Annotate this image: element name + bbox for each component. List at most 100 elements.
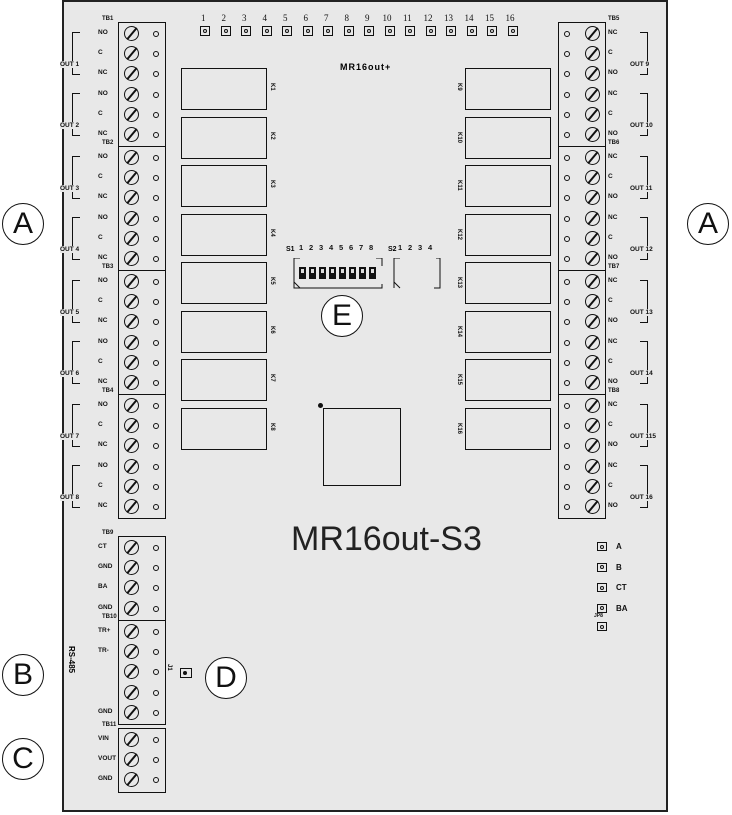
terminal-hole	[153, 256, 159, 262]
terminal-screw[interactable]	[124, 26, 139, 41]
output-bracket	[640, 280, 648, 324]
terminal-screw[interactable]	[585, 66, 600, 82]
terminal-screw[interactable]	[124, 314, 139, 330]
terminal-screw[interactable]	[124, 106, 139, 122]
terminal-screw[interactable]	[585, 86, 600, 102]
terminal-screw[interactable]	[585, 190, 600, 206]
dip-switch[interactable]	[299, 267, 306, 279]
terminal-screw[interactable]	[585, 230, 600, 246]
terminal-screw[interactable]	[124, 294, 139, 310]
terminal-screw[interactable]	[124, 664, 139, 680]
terminal-screw[interactable]	[124, 644, 139, 660]
terminal-screw[interactable]	[124, 600, 139, 616]
terminal-hole	[153, 380, 159, 386]
terminal-screw[interactable]	[585, 26, 600, 41]
terminal-screw[interactable]	[124, 190, 139, 206]
terminal-hole	[153, 629, 159, 635]
terminal-screw[interactable]	[124, 418, 139, 434]
output-label: OUT 16	[630, 494, 653, 501]
terminal-hole	[153, 689, 159, 696]
output-label: OUT 6	[60, 370, 80, 377]
terminal-screw[interactable]	[124, 684, 139, 700]
terminal-screw[interactable]	[585, 398, 600, 413]
callout-d: D	[205, 657, 247, 699]
terminal-screw[interactable]	[124, 274, 139, 289]
terminal-screw[interactable]	[124, 127, 139, 142]
terminal-screw[interactable]	[585, 438, 600, 454]
terminal-screw[interactable]	[585, 210, 600, 226]
terminal-screw[interactable]	[585, 478, 600, 494]
output-label: OUT 1	[60, 61, 80, 69]
dip-switch[interactable]	[349, 267, 356, 279]
terminal-screw[interactable]	[585, 127, 600, 142]
terminal-screw[interactable]	[124, 560, 139, 576]
terminal-hole	[153, 132, 159, 138]
terminal-pin-label: NC	[98, 378, 108, 385]
jumper-j1[interactable]	[180, 668, 192, 678]
led-number-label: 14	[464, 13, 474, 23]
terminal-screw[interactable]	[124, 66, 139, 82]
callout-e: E	[321, 295, 363, 337]
terminal-hole	[153, 91, 159, 98]
dip-switch[interactable]	[319, 267, 326, 279]
terminal-screw[interactable]	[124, 478, 139, 494]
terminal-screw[interactable]	[124, 150, 139, 165]
relay-box	[465, 407, 551, 450]
terminal-screw[interactable]	[124, 334, 139, 350]
terminal-pin-label: NO	[98, 153, 108, 160]
terminal-screw[interactable]	[585, 375, 600, 390]
terminal-screw[interactable]	[585, 170, 600, 186]
terminal-screw[interactable]	[585, 251, 600, 266]
terminal-block-name: TB8	[608, 388, 620, 394]
terminal-screw[interactable]	[585, 334, 600, 350]
terminal-screw[interactable]	[585, 106, 600, 122]
relay-label: K7	[269, 374, 275, 382]
relay-box	[465, 310, 551, 353]
terminal-screw[interactable]	[124, 772, 139, 788]
terminal-screw[interactable]	[124, 704, 139, 720]
dip-switch[interactable]	[359, 267, 366, 279]
terminal-screw[interactable]	[585, 274, 600, 289]
terminal-screw[interactable]	[124, 210, 139, 226]
terminal-screw[interactable]	[124, 624, 139, 639]
terminal-screw[interactable]	[585, 499, 600, 514]
terminal-screw[interactable]	[124, 46, 139, 62]
terminal-screw[interactable]	[124, 375, 139, 390]
terminal-pin-label: C	[608, 233, 613, 241]
terminal-screw[interactable]	[124, 86, 139, 102]
terminal-screw[interactable]	[585, 314, 600, 330]
dip-switch[interactable]	[339, 267, 346, 279]
terminal-screw[interactable]	[585, 418, 600, 434]
output-bracket	[640, 92, 648, 136]
terminal-screw[interactable]	[124, 398, 139, 413]
terminal-pin-label: NC	[608, 461, 618, 469]
terminal-screw[interactable]	[124, 752, 139, 768]
output-led	[241, 26, 251, 36]
relay-label: K8	[269, 422, 275, 431]
terminal-block	[558, 22, 606, 148]
output-bracket	[72, 340, 80, 384]
dip-switch[interactable]	[329, 267, 336, 279]
dip-switch[interactable]	[369, 267, 376, 279]
terminal-screw[interactable]	[124, 251, 139, 266]
terminal-screw[interactable]	[124, 354, 139, 370]
terminal-screw[interactable]	[124, 499, 139, 514]
terminal-screw[interactable]	[124, 580, 139, 596]
terminal-pin-label: C	[608, 481, 613, 489]
terminal-screw[interactable]	[124, 230, 139, 246]
terminal-screw[interactable]	[585, 458, 600, 474]
terminal-screw[interactable]	[124, 438, 139, 454]
status-led	[597, 542, 607, 551]
output-led	[425, 26, 436, 36]
terminal-screw[interactable]	[585, 354, 600, 370]
terminal-screw[interactable]	[585, 150, 600, 165]
rs485-label: RS-485	[67, 646, 76, 674]
terminal-screw[interactable]	[124, 540, 139, 555]
terminal-hole	[153, 195, 159, 202]
terminal-screw[interactable]	[585, 294, 600, 310]
terminal-screw[interactable]	[124, 170, 139, 186]
dip-switch[interactable]	[309, 267, 316, 279]
terminal-screw[interactable]	[124, 458, 139, 474]
terminal-screw[interactable]	[585, 46, 600, 62]
terminal-screw[interactable]	[124, 732, 139, 747]
